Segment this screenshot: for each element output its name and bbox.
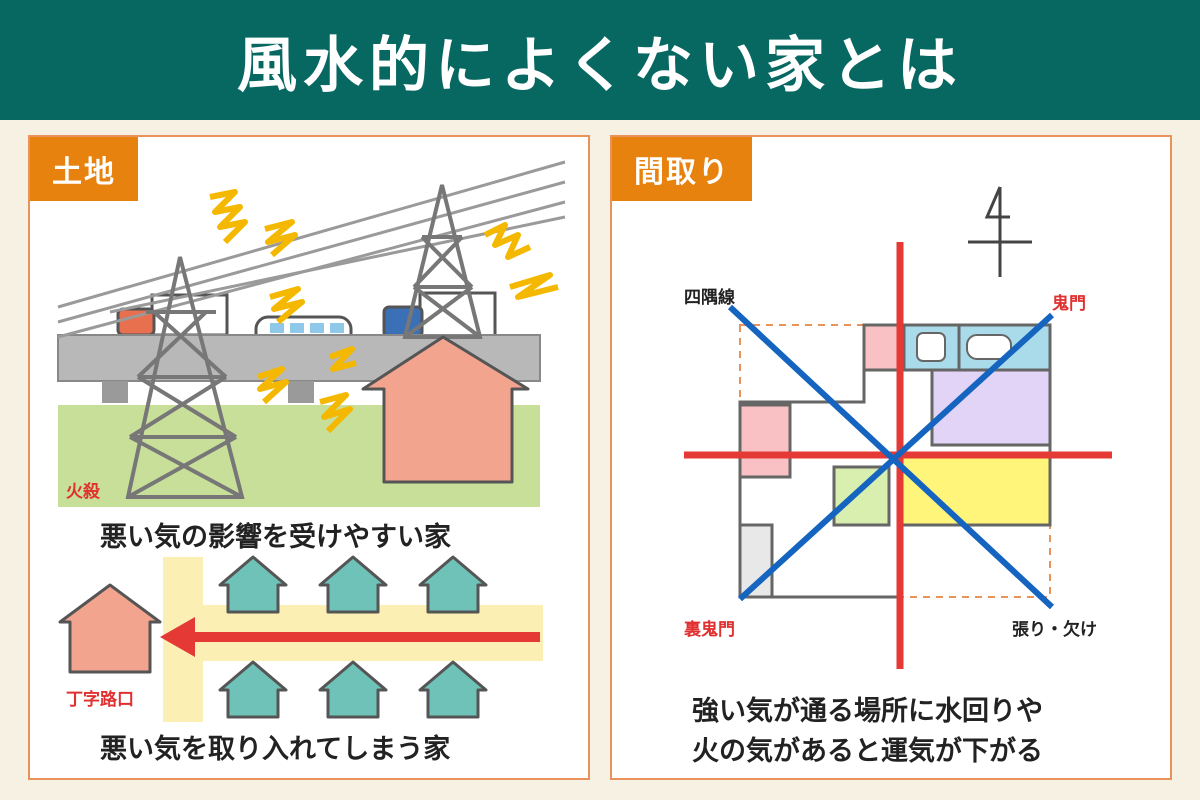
ura-kimon-label: 裏鬼門 [684,620,735,640]
land-panel: 土地 火殺 悪い気の影響を受けやすい家 丁字路口 悪い気を取り入れてしまう家 [28,135,590,780]
kitchen-stove [738,523,774,599]
diagonal-line-ne-sw [737,312,1055,602]
land-tag: 土地 [30,137,138,201]
toilet-icon [916,332,946,362]
house-t-junction [58,583,162,674]
t-junction-label: 丁字路口 [66,690,134,710]
room-pink-left [738,403,792,479]
fire-kill-label: 火殺 [66,482,100,502]
land-caption-top: 悪い気の影響を受けやすい家 [100,522,451,553]
bad-energy-zigzags [209,189,559,434]
hari-kake-label: 張り・欠け [1012,620,1097,640]
floor-plan-tag: 間取り [612,137,752,201]
page-title: 風水的によくない家とは [237,30,963,101]
kimon-label: 鬼門 [1052,294,1086,314]
house-fire-kill [361,335,530,484]
land-illustration [57,160,566,722]
diagonal-label: 四隅線 [684,288,735,308]
transmission-tower-left [125,256,245,499]
room-green [832,465,891,527]
floor-plan-illustration [684,186,1112,669]
north-icon [968,186,1032,277]
diagonal-line-nw-se [727,304,1055,610]
power-lines [57,160,566,339]
bathtub-icon [966,334,1012,360]
header-banner: 風水的によくない家とは [0,0,1200,120]
floor-plan-caption-line2: 火の気があると運気が下がる [692,736,1043,767]
energy-arrow-head [160,617,195,657]
room-yellow [898,455,1052,527]
land-caption-bottom: 悪い気を取り入れてしまう家 [100,734,451,765]
neighbor-houses [218,555,488,719]
floor-plan-panel: 間取り 四隅線 鬼門 裏鬼門 張り・欠け 強い気が通る場所に水回りや 火の気があ… [610,135,1172,780]
floor-plan-caption-line1: 強い気が通る場所に水回りや [692,696,1043,727]
